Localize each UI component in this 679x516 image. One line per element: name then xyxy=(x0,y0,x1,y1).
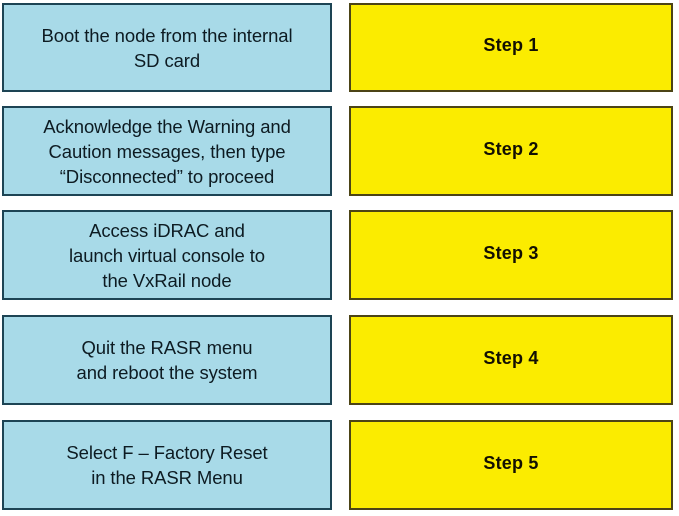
description-box-1[interactable]: Boot the node from the internal SD card xyxy=(2,3,332,92)
step-label-2: Step 2 xyxy=(483,138,539,159)
step-label-3: Step 3 xyxy=(483,242,539,263)
step-label-4: Step 4 xyxy=(483,347,539,368)
description-box-2[interactable]: Acknowledge the Warning and Caution mess… xyxy=(2,106,332,196)
step-box-1[interactable]: Step 1 xyxy=(349,3,673,92)
description-box-5[interactable]: Select F – Factory Reset in the RASR Men… xyxy=(2,420,332,510)
step-label-5: Step 5 xyxy=(483,452,539,473)
step-label-1: Step 1 xyxy=(483,35,539,55)
step-box-2[interactable]: Step 2 xyxy=(349,106,673,196)
description-box-4[interactable]: Quit the RASR menu and reboot the system xyxy=(2,315,332,405)
description-text-3: Access iDRAC and launch virtual console … xyxy=(69,219,265,291)
step-box-3[interactable]: Step 3 xyxy=(349,210,673,300)
step-box-5[interactable]: Step 5 xyxy=(349,420,673,510)
description-box-3[interactable]: Access iDRAC and launch virtual console … xyxy=(2,210,332,300)
description-text-1: Boot the node from the internal SD card xyxy=(41,24,293,71)
description-text-2: Acknowledge the Warning and Caution mess… xyxy=(43,115,291,187)
description-text-5: Select F – Factory Reset in the RASR Men… xyxy=(66,442,268,488)
step-box-4[interactable]: Step 4 xyxy=(349,315,673,405)
description-text-4: Quit the RASR menu and reboot the system xyxy=(76,337,258,383)
